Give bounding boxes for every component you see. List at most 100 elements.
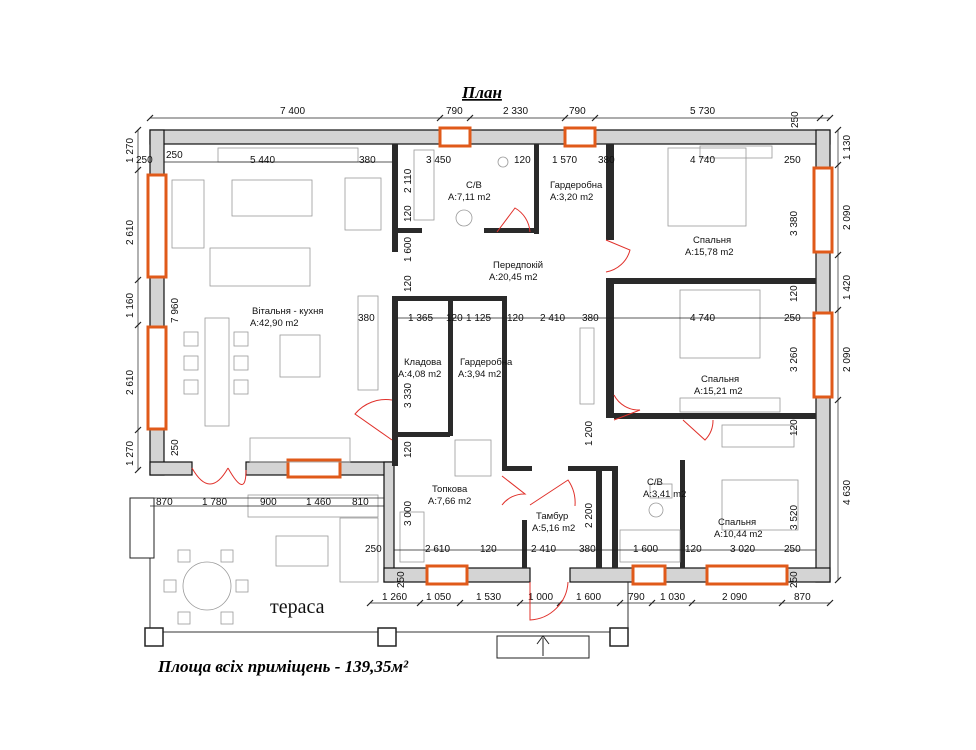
left-dimensions: 1 270 2 610 1 160 2 610 1 270 7 960	[125, 126, 181, 474]
dim-inner-50: 250	[789, 571, 800, 588]
dim-inner-6: 120	[514, 155, 531, 166]
dim-bottom-2: 1 050	[426, 592, 451, 603]
dim-inner-18: 1 365	[408, 313, 433, 324]
dim-top-1: 7 400	[280, 106, 305, 117]
room-area-hall: А:20,45 m2	[489, 272, 538, 283]
total-area: Площа всіх приміщень - 139,35м²	[157, 657, 409, 676]
dim-inner-39: 810	[352, 497, 369, 508]
dim-top-3: 2 330	[503, 106, 528, 117]
dim-inner-46: 120	[685, 544, 702, 555]
bottom-dimensions: 1 260 1 050 1 530 1 000 1 600 790 1 030 …	[366, 592, 834, 607]
dim-right-2: 2 090	[842, 205, 853, 230]
room-name-bedroom-2: Спальня	[701, 374, 739, 385]
dim-inner-27: 120	[403, 441, 414, 458]
dim-inner-24: 4 740	[690, 313, 715, 324]
dim-inner-5: 3 450	[426, 155, 451, 166]
room-area-bath-2: А:3,41 m2	[643, 489, 686, 500]
dim-bottom-1: 1 260	[382, 592, 407, 603]
room-area-wardrobe-1: А:3,20 m2	[550, 192, 593, 203]
terrace: тераса	[129, 497, 629, 659]
dim-left-3: 1 160	[125, 293, 136, 318]
dim-top-2: 790	[446, 106, 463, 117]
dim-inner-13: 1 600	[403, 237, 414, 262]
dim-bottom-7: 1 030	[660, 592, 685, 603]
dim-inner-21: 120	[507, 313, 524, 324]
dim-inner-49: 250	[396, 571, 407, 588]
dim-inner-10: 250	[784, 155, 801, 166]
dim-inner-43: 2 410	[531, 544, 556, 555]
room-area-bedroom-1: А:15,78 m2	[685, 247, 734, 258]
dim-bottom-8: 2 090	[722, 592, 747, 603]
windows	[146, 126, 834, 586]
dim-left-1: 1 270	[125, 138, 136, 163]
dim-inner-42: 120	[480, 544, 497, 555]
dim-left-inner: 7 960	[170, 298, 181, 323]
dim-top-5: 5 730	[690, 106, 715, 117]
dim-inner-35: 870	[156, 497, 173, 508]
dim-right-5: 4 630	[842, 480, 853, 505]
dim-inner-11: 2 110	[403, 168, 414, 193]
dim-inner-4: 380	[359, 155, 376, 166]
room-name-vestibule: Тамбур	[536, 511, 568, 522]
dim-bottom-9: 870	[794, 592, 811, 603]
dim-inner-1: 250	[136, 155, 153, 166]
dim-inner-38: 1 460	[306, 497, 331, 508]
room-name-wardrobe-1: Гардеробна	[550, 180, 603, 191]
dim-inner-16: 120	[789, 285, 800, 302]
dim-top-4: 790	[569, 106, 586, 117]
dim-inner-36: 1 780	[202, 497, 227, 508]
dim-right-3: 1 420	[842, 275, 853, 300]
room-area-vestibule: А:5,16 m2	[532, 523, 575, 534]
dim-inner-31: 2 200	[584, 503, 595, 528]
room-area-living: А:42,90 m2	[250, 318, 299, 329]
doors	[191, 207, 714, 621]
dim-inner-12: 120	[403, 205, 414, 222]
dim-right-4: 2 090	[842, 347, 853, 372]
room-area-boiler: А:7,66 m2	[428, 496, 471, 507]
dim-inner-29: 120	[789, 419, 800, 436]
dim-inner-14: 120	[403, 275, 414, 292]
dim-inner-26: 3 330	[403, 383, 414, 408]
dim-inner-44: 380	[579, 544, 596, 555]
dim-inner-34: 250	[170, 439, 181, 456]
terrace-label: тераса	[270, 596, 325, 618]
room-name-bedroom-1: Спальня	[693, 235, 731, 246]
room-name-wardrobe-2: Гардеробна	[460, 357, 513, 368]
dim-inner-3: 5 440	[250, 155, 275, 166]
dim-inner-9: 4 740	[690, 155, 715, 166]
room-name-bedroom-3: Спальня	[718, 517, 756, 528]
dim-inner-48: 250	[784, 544, 801, 555]
dim-inner-32: 3 000	[403, 501, 414, 526]
dim-inner-17: 380	[358, 313, 375, 324]
dim-inner-22: 2 410	[540, 313, 565, 324]
room-area-bedroom-3: А:10,44 m2	[714, 529, 763, 540]
dim-inner-7: 1 570	[552, 155, 577, 166]
interior-walls	[392, 144, 816, 568]
dim-left-2: 2 610	[125, 220, 136, 245]
room-area-bedroom-2: А:15,21 m2	[694, 386, 743, 397]
room-area-wardrobe-2: А:3,94 m2	[458, 369, 501, 380]
dim-top-6: 250	[790, 111, 801, 128]
room-area-pantry: А:4,08 m2	[398, 369, 441, 380]
dim-inner-23: 380	[582, 313, 599, 324]
furniture	[171, 145, 799, 583]
dim-bottom-5: 1 600	[576, 592, 601, 603]
dim-inner-47: 3 020	[730, 544, 755, 555]
dim-inner-33: 3 520	[789, 505, 800, 530]
room-name-boiler: Топкова	[432, 484, 468, 495]
dim-inner-37: 900	[260, 497, 277, 508]
room-name-living: Вітальня - кухня	[252, 306, 323, 317]
dim-inner-8: 380	[598, 155, 615, 166]
dim-bottom-3: 1 530	[476, 592, 501, 603]
dim-inner-28: 3 260	[789, 347, 800, 372]
dim-inner-40: 250	[365, 544, 382, 555]
top-dimensions: 7 400 790 2 330 790 5 730 250	[146, 106, 834, 128]
room-name-bath-1: С/В	[466, 180, 482, 191]
room-name-pantry: Кладова	[404, 357, 442, 368]
right-dimensions: 1 130 2 090 1 420 2 090 4 630	[834, 126, 853, 584]
room-name-hall: Передпокій	[493, 260, 543, 271]
dim-inner-15: 3 380	[789, 211, 800, 236]
dim-inner-2: 250	[166, 150, 183, 161]
room-area-bath-1: А:7,11 m2	[448, 192, 491, 203]
